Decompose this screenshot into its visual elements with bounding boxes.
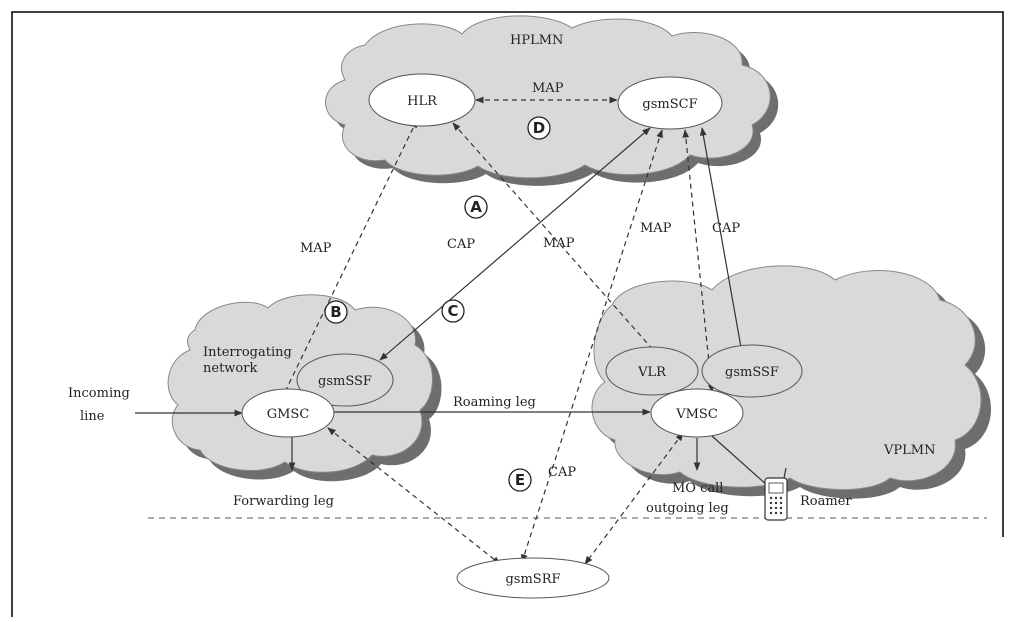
edge-gmsc-gsmsrf [327,427,501,565]
svg-text:B: B [330,303,341,321]
edge-label-map-right: MAP [640,221,672,236]
edge-label-cap-right: CAP [712,221,740,236]
hlr-label: HLR [407,94,438,109]
gmsc-label: GMSC [267,407,310,422]
node-gsmscf: gsmSCF [617,76,723,130]
marker-b: B [324,300,348,324]
marker-c: C [441,299,465,323]
hplmn-label: HPLMN [510,33,563,48]
svg-text:C: C [447,302,458,320]
edge-label-mo-call-2: outgoing leg [646,501,729,516]
vlr-label: VLR [637,365,667,380]
marker-a: A [464,195,488,219]
edge-hlr-gmsc [281,119,418,399]
edge-label-map-center: MAP [543,236,575,251]
marker-d: D [527,116,551,140]
vmsc-label: VMSC [675,407,718,422]
node-hlr: HLR [368,73,476,127]
edge-label-cap-bottom: CAP [548,465,576,480]
interrogating-label-line2: network [203,361,257,376]
edge-label-mo-call-1: MO call [672,481,723,496]
vplmn-label: VPLMN [883,443,935,458]
node-gsmssf-right: gsmSSF [701,344,803,398]
edge-label-roamer: Roamer [800,494,852,509]
edge-label-incoming-2: line [80,409,105,424]
node-gsmsrf: gsmSRF [456,557,610,599]
edge-label-roaming-leg: Roaming leg [453,395,536,410]
node-vmsc: VMSC [650,388,744,438]
roamer-phone-icon [764,467,788,521]
svg-text:E: E [515,471,525,489]
svg-text:D: D [533,119,545,137]
edge-label-forwarding-leg: Forwarding leg [233,494,334,509]
node-vlr: VLR [605,346,699,396]
node-gmsc: GMSC [241,388,335,438]
connections [135,96,769,565]
node-gsmssf-left: gsmSSF [296,353,394,407]
marker-e: E [508,468,532,492]
figure-frame [11,11,1004,617]
gsmsrf-label: gsmSRF [505,572,560,587]
svg-text:A: A [470,198,482,216]
gsmssf-right-label: gsmSSF [725,365,779,380]
edge-label-map-left: MAP [300,241,332,256]
interrogating-label-line1: Interrogating [203,345,292,360]
edge-label-cap-left: CAP [447,237,475,252]
edge-label-incoming-1: Incoming [68,386,130,401]
edge-gsmscf-gsmssf-right [700,127,744,354]
edge-vmsc-gsmsrf [584,432,684,565]
gsmssf-left-label: gsmSSF [318,374,372,389]
edge-vmsc-roamer [711,435,769,487]
edge-gsmscf-gsmsrf [521,129,663,563]
gsmscf-label: gsmSCF [642,97,697,112]
edge-label-map-top: MAP [532,81,564,96]
